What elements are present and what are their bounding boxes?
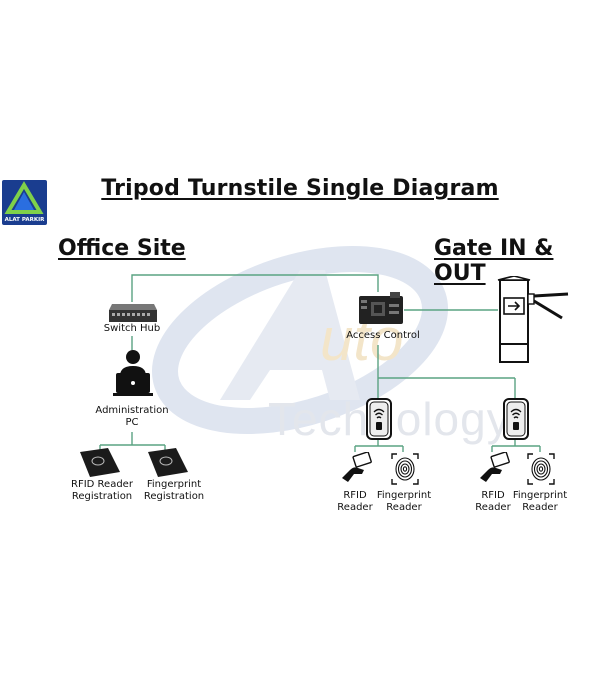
- rfid-reader-left-label-2: Reader: [337, 502, 373, 513]
- brand-logo: ALAT PARKIR: [2, 180, 47, 225]
- switch-hub-label: Switch Hub: [103, 323, 161, 334]
- section-gate-in-out: Gate IN & OUT: [434, 236, 554, 286]
- rfid-reader-right-label-2: Reader: [475, 502, 511, 513]
- tripod-turnstile-icon: [497, 276, 569, 363]
- watermark-logo: uto: [152, 246, 448, 434]
- logo-triangle-icon: [4, 181, 44, 214]
- rfid-registration-label-2: Registration: [71, 491, 133, 502]
- gate-reader-left-icon: [366, 398, 392, 440]
- rfid-card-hand-left-icon: [342, 452, 372, 482]
- rfid-reader-left-label-1: RFID: [343, 490, 367, 501]
- access-control-label: Access Control: [346, 330, 420, 341]
- fingerprint-registration-label-2: Registration: [143, 491, 205, 502]
- diagram-title: Tripod Turnstile Single Diagram: [101, 176, 499, 201]
- admin-pc-label-1: Administration: [95, 405, 169, 416]
- fingerprint-reader-right-label-1: Fingerprint: [512, 490, 568, 501]
- fingerprint-left-icon: [391, 453, 419, 485]
- fingerprint-reader-left-label-1: Fingerprint: [376, 490, 432, 501]
- rfid-card-hand-right-icon: [480, 452, 510, 482]
- rfid-registration-icon: [80, 448, 120, 477]
- section-office-site: Office Site: [58, 236, 186, 261]
- logo-text: ALAT PARKIR: [4, 217, 45, 223]
- fingerprint-reader-left-label-2: Reader: [386, 502, 422, 513]
- rfid-reader-right-label-1: RFID: [481, 490, 505, 501]
- admin-pc-icon: [113, 350, 153, 396]
- fingerprint-registration-icon: [148, 448, 188, 477]
- access-control-board-icon: [359, 292, 403, 324]
- fingerprint-reader-right-label-2: Reader: [522, 502, 558, 513]
- rfid-registration-label-1: RFID Reader: [71, 479, 133, 490]
- fingerprint-registration-label-1: Fingerprint: [146, 479, 202, 490]
- switch-hub-icon: [109, 304, 157, 322]
- gate-reader-right-icon: [503, 398, 529, 440]
- fingerprint-right-icon: [527, 453, 555, 485]
- admin-pc-label-2: PC: [125, 417, 139, 428]
